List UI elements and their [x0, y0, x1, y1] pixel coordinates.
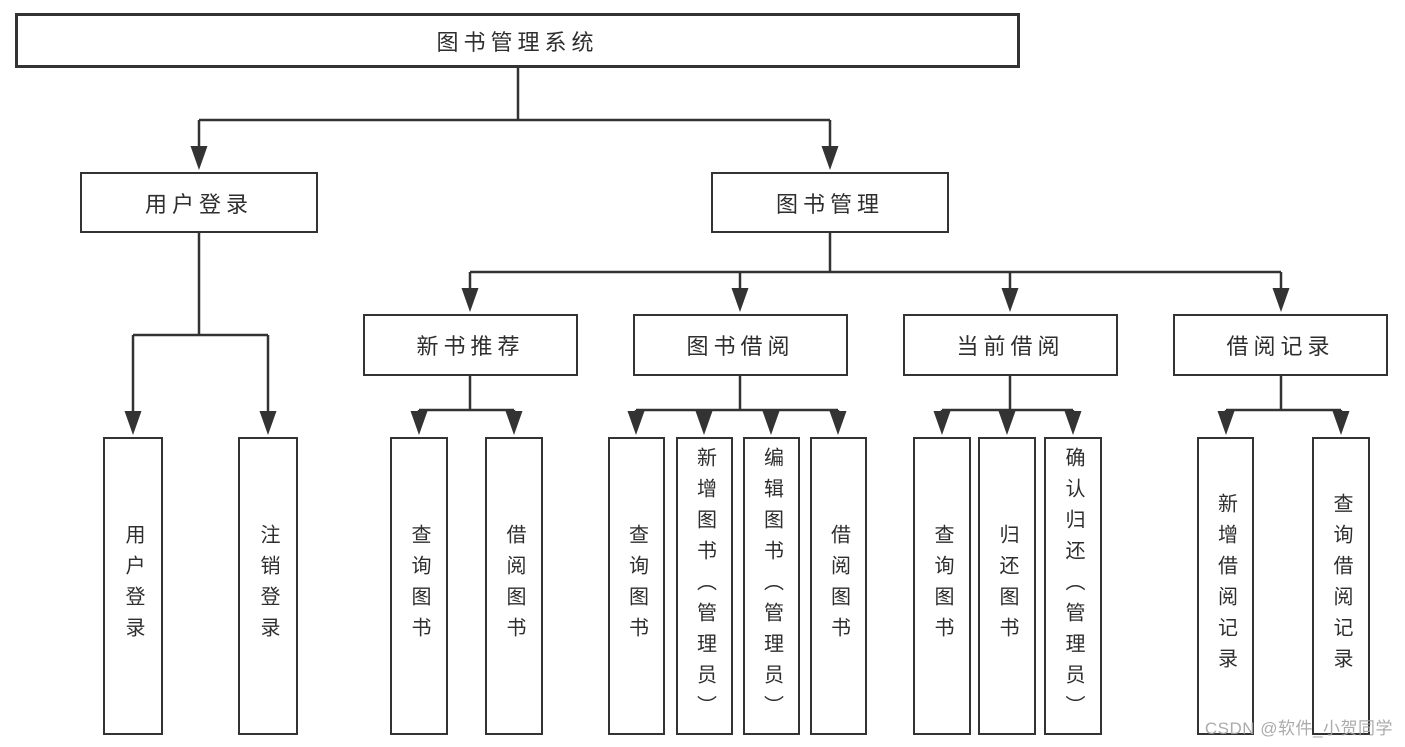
leaf-label: 查询图书	[408, 524, 430, 648]
node-current-borrow: 当前借阅	[903, 314, 1118, 376]
node-label: 新书推荐	[416, 334, 525, 359]
leaf-label: 注销登录	[257, 524, 279, 648]
leaf-label: 确认归还（管理员）	[1062, 446, 1084, 726]
leaf-label: 用户登录	[122, 524, 144, 648]
node-book-management: 图书管理	[711, 172, 949, 233]
leaf-borrow-books-recommend: 借阅图书	[485, 437, 543, 735]
node-label: 用户登录	[144, 191, 253, 217]
leaf-logout: 注销登录	[238, 437, 298, 735]
node-label: 图书管理	[775, 191, 884, 217]
node-label: 图书管理系统	[436, 29, 599, 55]
node-label: 当前借阅	[956, 334, 1065, 359]
node-user-login: 用户登录	[80, 172, 318, 233]
arrowheads	[124, 146, 1350, 435]
leaf-return-books: 归还图书	[978, 437, 1036, 735]
leaf-label: 查询借阅记录	[1330, 493, 1352, 679]
leaf-edit-book-admin: 编辑图书（管理员）	[743, 437, 800, 735]
leaf-label: 查询图书	[625, 524, 648, 648]
leaf-label: 归还图书	[996, 524, 1018, 648]
node-label: 借阅记录	[1226, 334, 1335, 359]
leaf-label: 借阅图书	[503, 524, 525, 648]
node-new-book-recommend: 新书推荐	[363, 314, 578, 376]
leaf-label: 借阅图书	[827, 524, 850, 648]
leaf-add-book-admin: 新增图书（管理员）	[676, 437, 733, 735]
leaf-confirm-return-admin: 确认归还（管理员）	[1044, 437, 1102, 735]
leaf-label: 查询图书	[931, 524, 953, 648]
leaf-query-borrow-record: 查询借阅记录	[1312, 437, 1370, 735]
leaf-label: 新增图书（管理员）	[693, 446, 716, 726]
leaf-query-books-recommend: 查询图书	[390, 437, 448, 735]
csdn-watermark: CSDN @软件_小贺同学	[1204, 719, 1393, 738]
leaf-query-books-current: 查询图书	[913, 437, 971, 735]
node-book-borrow: 图书借阅	[633, 314, 848, 376]
leaf-borrow-books: 借阅图书	[810, 437, 867, 735]
leaf-query-books-borrow: 查询图书	[608, 437, 665, 735]
node-borrow-records: 借阅记录	[1173, 314, 1388, 376]
node-label: 图书借阅	[686, 334, 795, 359]
leaf-add-borrow-record: 新增借阅记录	[1197, 437, 1254, 735]
leaf-user-login: 用户登录	[103, 437, 163, 735]
leaf-label: 新增借阅记录	[1214, 493, 1237, 679]
node-library-management-system: 图书管理系统	[15, 13, 1020, 68]
leaf-label: 编辑图书（管理员）	[760, 446, 783, 726]
